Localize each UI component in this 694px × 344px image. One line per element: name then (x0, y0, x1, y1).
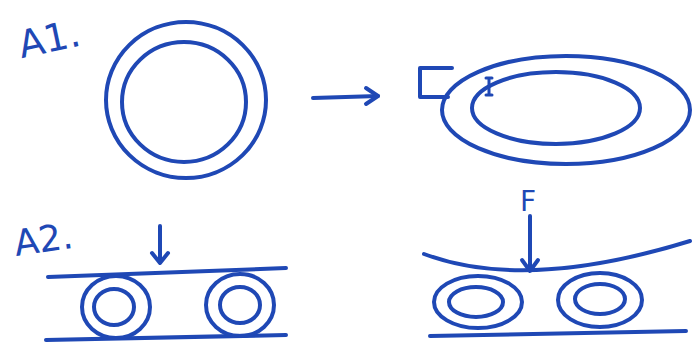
wall-thickness-bracket (420, 68, 452, 97)
flattened-tube-outer (442, 56, 690, 164)
flattened-tube-inner (575, 284, 625, 314)
tube-inner-wall (94, 289, 134, 325)
gap-mark (486, 78, 492, 95)
press-arrow (158, 226, 162, 262)
force-arrow (528, 216, 532, 270)
flattened-tube-inner (472, 72, 640, 144)
transform-arrow (313, 96, 378, 98)
tube-outer-wall (206, 274, 274, 336)
transform-arrowhead (366, 88, 378, 104)
figure-label: A2. (12, 218, 75, 262)
tube-outer-wall (106, 22, 266, 178)
tube-inner-wall (122, 42, 246, 162)
tube-inner-wall (220, 287, 260, 323)
force-label: F (520, 188, 536, 216)
press-arrowhead (152, 253, 168, 263)
bent-top-plate (424, 241, 690, 270)
figure-label: A1. (15, 14, 84, 64)
flattened-tube-inner (449, 287, 503, 317)
bottom-plate (430, 331, 686, 336)
flattened-tube-outer (558, 273, 642, 327)
tube-outer-wall (82, 276, 150, 338)
flattened-tube-outer (434, 276, 522, 328)
